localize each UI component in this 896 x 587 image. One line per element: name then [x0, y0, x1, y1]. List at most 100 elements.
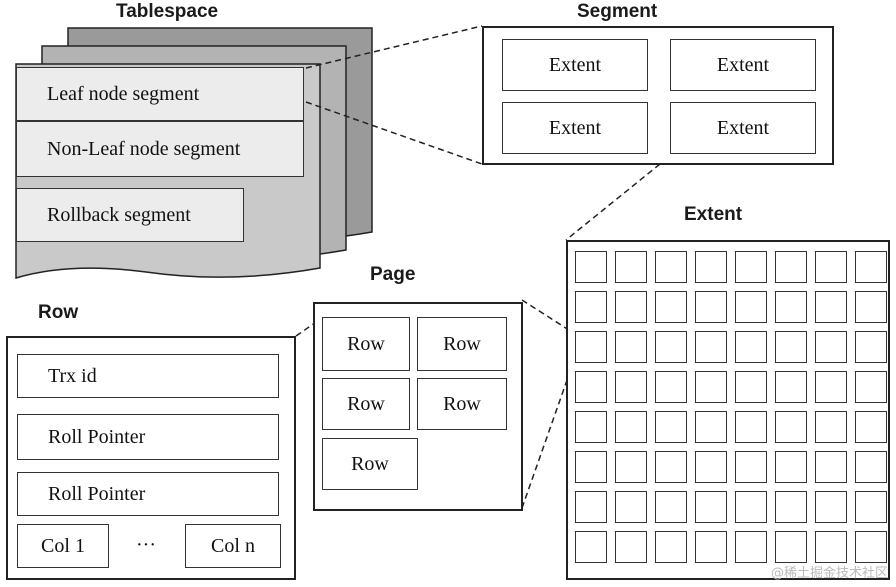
- segment-extent: Extent: [670, 102, 816, 154]
- extent-page-cell: [735, 531, 767, 563]
- extent-page-cell: [615, 451, 647, 483]
- extent-page-cell: [815, 451, 847, 483]
- row-box: Trx id Roll Pointer Roll Pointer Col 1 ·…: [6, 336, 296, 580]
- segment-title: Segment: [577, 1, 658, 22]
- extent-box: [566, 240, 890, 580]
- trx-id-label: Trx id: [48, 364, 97, 387]
- non-leaf-node-segment-label: Non-Leaf node segment: [47, 137, 241, 160]
- extent-page-cell: [775, 251, 807, 283]
- extent-page-cell: [735, 491, 767, 523]
- extent-page-cell: [735, 251, 767, 283]
- segment-extent-label: Extent: [716, 53, 770, 76]
- extent-page-cell: [655, 451, 687, 483]
- segment-extent-label: Extent: [548, 116, 602, 139]
- extent-page-cell: [655, 411, 687, 443]
- extent-page-cell: [655, 331, 687, 363]
- non-leaf-node-segment: Non-Leaf node segment: [16, 121, 304, 177]
- extent-page-cell: [775, 451, 807, 483]
- extent-page-cell: [695, 491, 727, 523]
- extent-page-cell: [575, 331, 607, 363]
- extent-page-cell: [735, 411, 767, 443]
- extent-page-cell: [575, 291, 607, 323]
- leaf-node-segment: Leaf node segment: [16, 67, 304, 121]
- extent-page-cell: [695, 251, 727, 283]
- page-row: Row: [417, 317, 507, 371]
- extent-page-cell: [855, 411, 887, 443]
- rollback-segment: Rollback segment: [16, 188, 244, 242]
- extent-page-cell: [695, 371, 727, 403]
- extent-page-cell: [655, 251, 687, 283]
- extent-page-cell: [655, 371, 687, 403]
- extent-page-cell: [575, 491, 607, 523]
- page-row: Row: [322, 438, 418, 490]
- connector-line: [521, 299, 573, 333]
- rollback-segment-label: Rollback segment: [47, 203, 191, 226]
- page-row: Row: [417, 378, 507, 430]
- col-last-field: Col n: [185, 524, 281, 568]
- extent-page-cell: [615, 251, 647, 283]
- roll-pointer-field: Roll Pointer: [17, 414, 279, 460]
- page-row-label: Row: [443, 392, 481, 415]
- extent-page-cell: [695, 411, 727, 443]
- page-box: Row Row Row Row Row: [313, 302, 523, 511]
- page-row: Row: [322, 378, 410, 430]
- col-first-field: Col 1: [17, 524, 109, 568]
- extent-page-cell: [575, 371, 607, 403]
- extent-page-cell: [815, 411, 847, 443]
- extent-page-cell: [575, 411, 607, 443]
- extent-page-cell: [855, 491, 887, 523]
- roll-pointer-label: Roll Pointer: [48, 425, 146, 448]
- segment-extent-label: Extent: [716, 116, 770, 139]
- extent-page-cell: [655, 291, 687, 323]
- watermark: @稀土掘金技术社区: [770, 566, 888, 581]
- page-row-label: Row: [347, 392, 385, 415]
- segment-extent: Extent: [502, 39, 648, 91]
- leaf-node-segment-label: Leaf node segment: [47, 82, 200, 105]
- extent-page-cell: [775, 531, 807, 563]
- segment-extent-label: Extent: [548, 53, 602, 76]
- extent-page-cell: [735, 331, 767, 363]
- extent-page-cell: [775, 491, 807, 523]
- row-title: Row: [38, 302, 79, 323]
- trx-id-field: Trx id: [17, 354, 279, 398]
- extent-page-cell: [855, 371, 887, 403]
- extent-page-cell: [695, 451, 727, 483]
- extent-page-cell: [575, 451, 607, 483]
- extent-page-cell: [775, 291, 807, 323]
- page-title: Page: [370, 264, 416, 285]
- extent-page-cell: [855, 451, 887, 483]
- page-row-label: Row: [347, 332, 385, 355]
- extent-page-cell: [855, 291, 887, 323]
- tablespace-title: Tablespace: [116, 1, 219, 22]
- extent-page-cell: [815, 291, 847, 323]
- connector-line: [305, 101, 483, 165]
- column-ellipsis: ···: [136, 534, 156, 556]
- extent-page-cell: [695, 531, 727, 563]
- extent-page-cell: [775, 411, 807, 443]
- roll-pointer-label: Roll Pointer: [48, 482, 146, 505]
- extent-page-cell: [815, 251, 847, 283]
- extent-page-cell: [575, 531, 607, 563]
- extent-page-cell: [615, 411, 647, 443]
- extent-page-cell: [695, 331, 727, 363]
- extent-page-cell: [655, 531, 687, 563]
- extent-page-cell: [855, 331, 887, 363]
- extent-page-cell: [735, 451, 767, 483]
- col-last-label: Col n: [211, 534, 255, 557]
- extent-page-cell: [575, 251, 607, 283]
- extent-page-cell: [615, 331, 647, 363]
- extent-page-cell: [615, 531, 647, 563]
- extent-page-cell: [735, 371, 767, 403]
- page-row-label: Row: [443, 332, 481, 355]
- extent-page-cell: [815, 331, 847, 363]
- extent-page-cell: [615, 291, 647, 323]
- page-row: Row: [322, 317, 410, 371]
- segment-extent: Extent: [670, 39, 816, 91]
- extent-page-cell: [815, 491, 847, 523]
- segment-extent: Extent: [502, 102, 648, 154]
- extent-page-grid: [575, 251, 887, 563]
- extent-page-cell: [815, 531, 847, 563]
- col-first-label: Col 1: [41, 534, 85, 557]
- extent-title: Extent: [684, 204, 743, 225]
- segment-box: Extent Extent Extent Extent: [482, 26, 834, 165]
